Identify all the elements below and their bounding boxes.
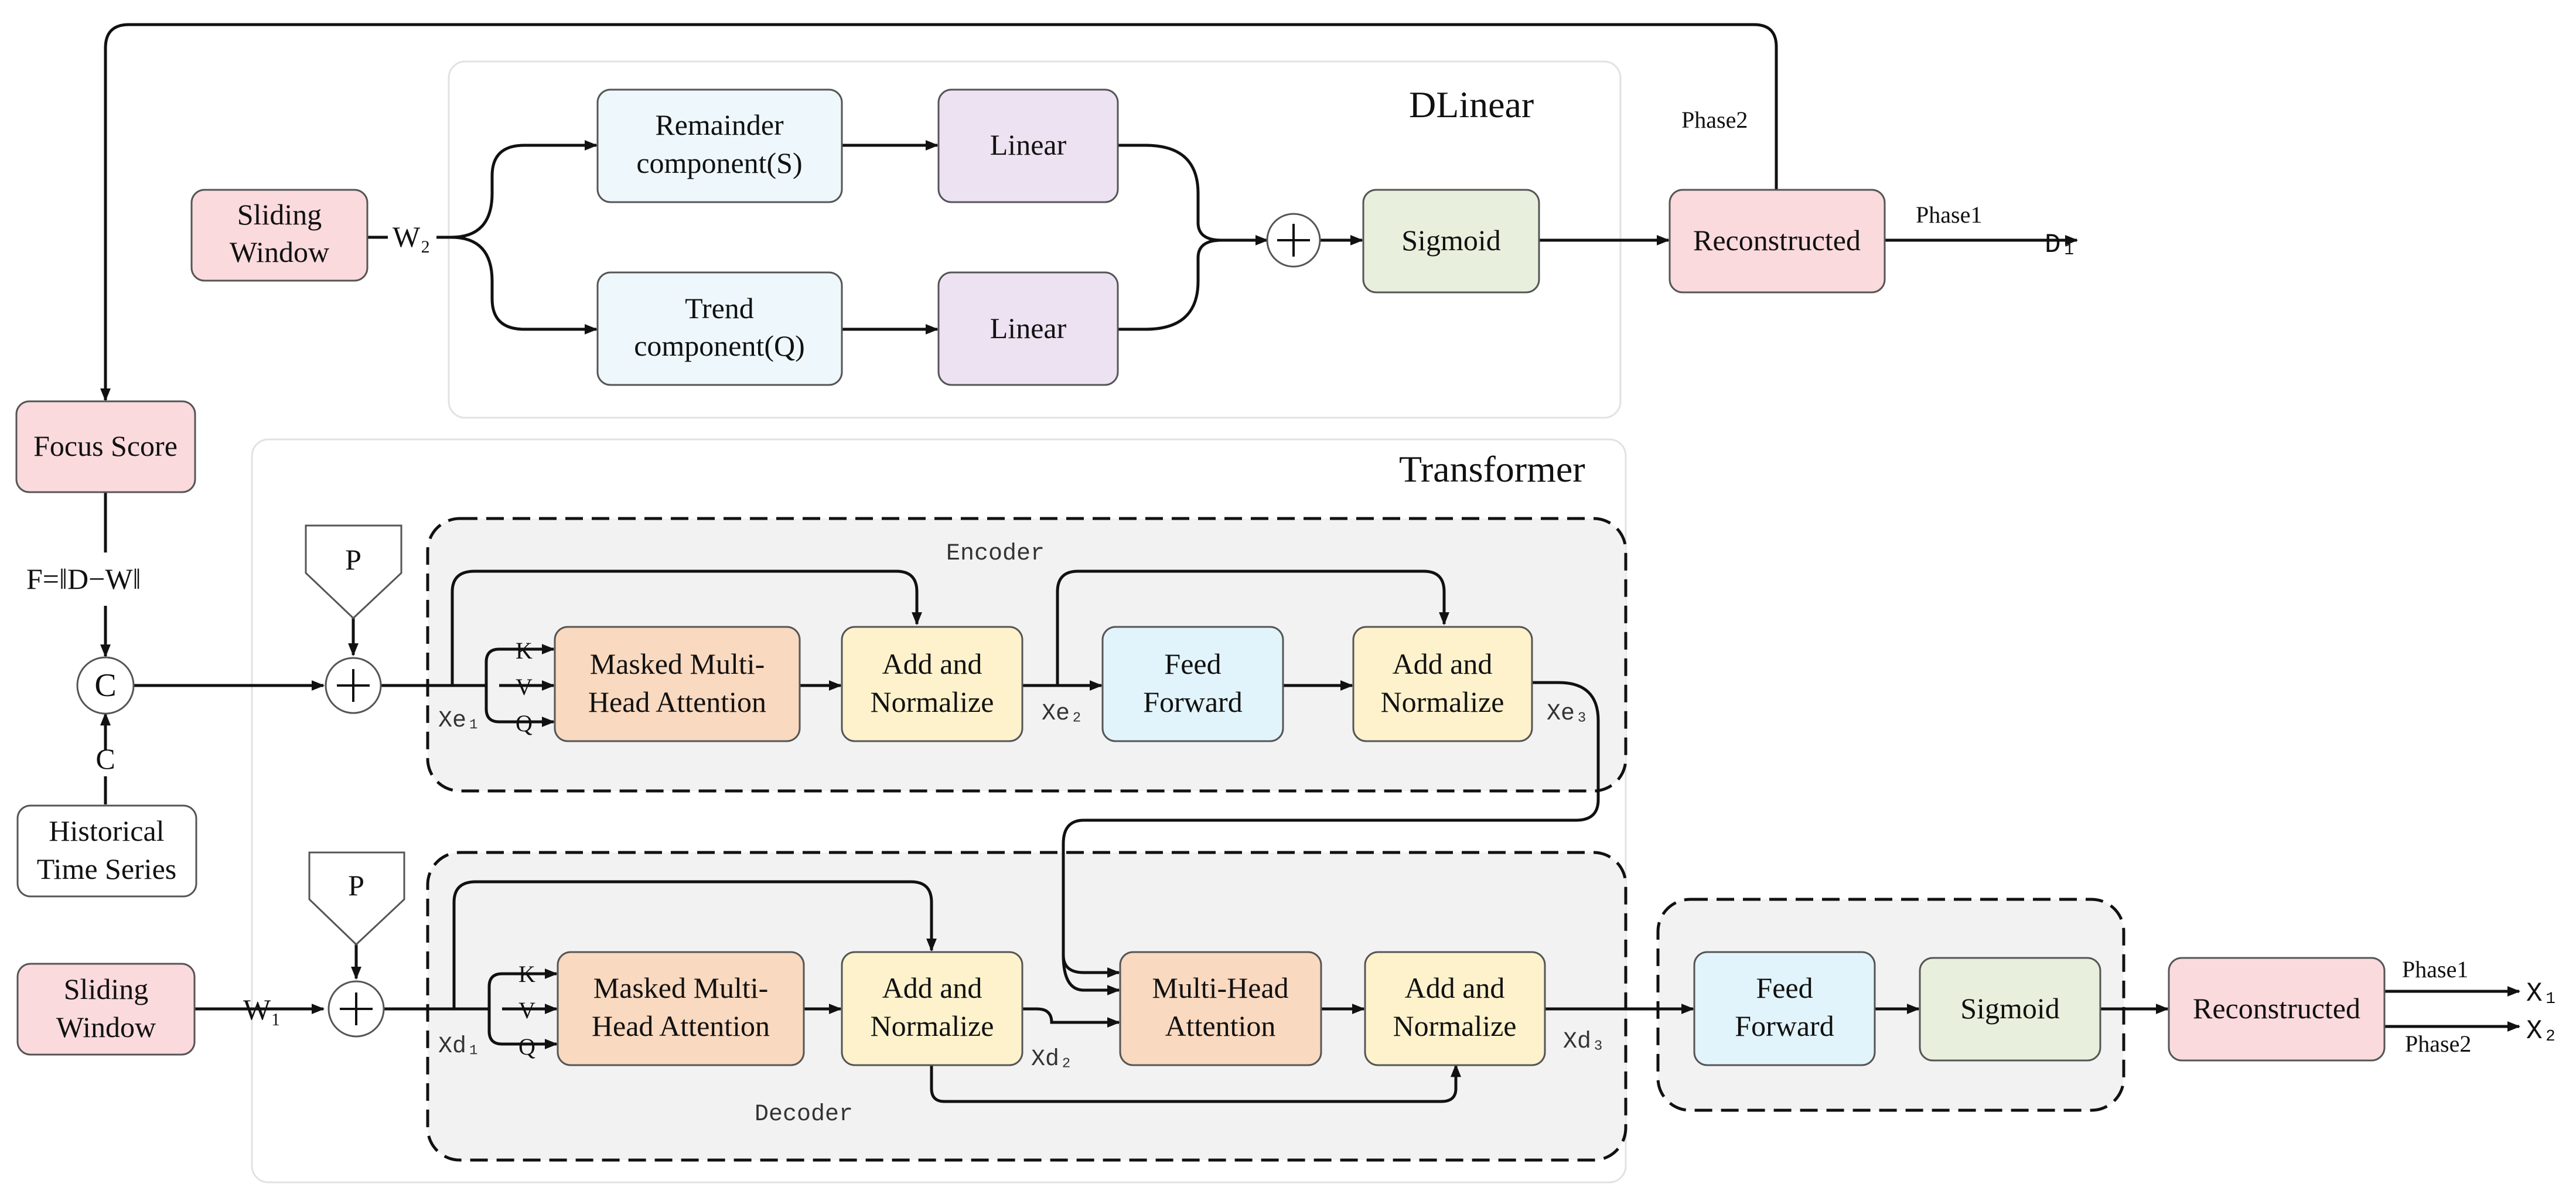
q-label-decoder: Q (518, 1034, 535, 1060)
decoder-masked-attention-node: Masked Multi- Head Attention (557, 951, 805, 1066)
svg-text:Time Series: Time Series (37, 852, 176, 885)
phase2-bottom-label: Phase2 (2405, 1031, 2471, 1057)
svg-text:Masked Multi-: Masked Multi- (593, 971, 769, 1004)
svg-text:component(S): component(S) (636, 146, 802, 179)
concat-node: C (76, 656, 135, 715)
remainder-component-node: Remainder component(S) (596, 88, 843, 203)
k-label-decoder: K (518, 961, 535, 987)
v-label-encoder: V (516, 674, 533, 700)
svg-text:Sliding: Sliding (64, 973, 148, 1005)
svg-text:component(Q): component(Q) (634, 329, 805, 362)
svg-text:Trend: Trend (685, 292, 754, 325)
svg-text:Normalize: Normalize (1393, 1009, 1516, 1042)
encoder-add-normalize-2-node: Add and Normalize (1352, 626, 1533, 742)
output-feed-forward-node: Feed Forward (1693, 951, 1876, 1066)
svg-text:Attention: Attention (1165, 1009, 1276, 1042)
svg-text:Focus Score: Focus Score (33, 429, 178, 462)
svg-text:Head Attention: Head Attention (588, 685, 766, 718)
focus-score-node: Focus Score (15, 400, 196, 493)
svg-text:Head Attention: Head Attention (592, 1009, 770, 1042)
xe2-label: Xe₂ (1042, 701, 1084, 727)
svg-text:P: P (348, 869, 364, 902)
focus-formula: F=‖D−W‖ (26, 562, 141, 595)
svg-text:Forward: Forward (1735, 1009, 1834, 1042)
sum-top-node (1266, 213, 1321, 268)
transformer-title: Transformer (1399, 448, 1585, 490)
positional-encoding-bottom-node: P (308, 851, 405, 946)
v-label-decoder: V (518, 997, 535, 1024)
svg-text:Window: Window (56, 1011, 156, 1043)
svg-text:Multi-Head: Multi-Head (1152, 971, 1288, 1004)
c-input-label: C (95, 742, 115, 775)
svg-text:Historical: Historical (49, 814, 164, 847)
sum-decoder-input-node (327, 980, 385, 1038)
sigmoid-bottom-node: Sigmoid (1919, 957, 2101, 1062)
svg-text:Reconstructed: Reconstructed (1693, 224, 1861, 257)
svg-text:Linear: Linear (990, 312, 1067, 345)
svg-text:Normalize: Normalize (1380, 685, 1504, 718)
svg-text:Add and: Add and (1393, 647, 1493, 680)
encoder-feed-forward-node: Feed Forward (1101, 626, 1284, 742)
svg-text:Feed: Feed (1756, 971, 1813, 1004)
sum-encoder-input-node (325, 657, 382, 714)
encoder-add-normalize-1-node: Add and Normalize (841, 626, 1023, 742)
svg-text:Normalize: Normalize (870, 685, 994, 718)
historical-time-series-node: Historical Time Series (16, 804, 197, 898)
d1-output-label: D₁ (2045, 230, 2077, 260)
svg-text:Sigmoid: Sigmoid (1960, 992, 2059, 1025)
w2-label: W₂ (393, 220, 431, 253)
svg-text:P: P (345, 543, 361, 576)
connection-wires (100, 23, 2521, 1103)
svg-text:Add and: Add and (882, 647, 982, 680)
positional-encoding-top-node: P (305, 524, 402, 620)
linear-top-node: Linear (937, 88, 1119, 203)
svg-text:Sliding: Sliding (237, 198, 322, 231)
decoder-region (426, 851, 1628, 1162)
svg-text:Masked Multi-: Masked Multi- (590, 647, 765, 680)
svg-text:Remainder: Remainder (655, 108, 784, 141)
decoder-multihead-attention-node: Multi-Head Attention (1119, 951, 1322, 1066)
svg-text:Add and: Add and (882, 971, 982, 1004)
svg-text:Reconstructed: Reconstructed (2193, 992, 2360, 1025)
phase2-top-label: Phase2 (1681, 107, 1748, 133)
reconstructed-top-node: Reconstructed (1669, 189, 1886, 294)
xd2-label: Xd₂ (1031, 1046, 1073, 1073)
xe3-label: Xe₃ (1547, 701, 1589, 727)
svg-text:Sigmoid: Sigmoid (1401, 224, 1500, 257)
k-label-encoder: K (516, 637, 533, 664)
q-label-encoder: Q (516, 710, 533, 736)
xd3-label: Xd₃ (1563, 1029, 1605, 1055)
linear-bottom-node: Linear (937, 271, 1119, 386)
phase1-top-label: Phase1 (1916, 202, 1982, 228)
reconstructed-bottom-node: Reconstructed (2168, 957, 2386, 1062)
svg-text:Add and: Add and (1405, 971, 1505, 1004)
w1-label: W₁ (243, 993, 281, 1026)
sliding-window-top-node: Sliding Window (190, 189, 369, 282)
svg-text:Normalize: Normalize (870, 1009, 994, 1042)
x2-output-label: X₂ (2526, 1016, 2558, 1046)
x1-output-label: X₁ (2526, 978, 2558, 1009)
trend-component-node: Trend component(Q) (596, 271, 843, 386)
svg-text:Window: Window (230, 236, 329, 268)
encoder-masked-attention-node: Masked Multi- Head Attention (554, 626, 801, 742)
decoder-add-normalize-2-node: Add and Normalize (1364, 951, 1546, 1066)
svg-text:Linear: Linear (990, 128, 1067, 161)
phase1-bottom-label: Phase1 (2402, 956, 2468, 983)
dlinear-title: DLinear (1409, 84, 1534, 125)
decoder-add-normalize-1-node: Add and Normalize (841, 951, 1023, 1066)
sliding-window-bottom-node: Sliding Window (16, 963, 196, 1056)
decoder-title: Decoder (755, 1101, 853, 1128)
xd1-label: Xd₁ (438, 1034, 480, 1060)
svg-text:Forward: Forward (1143, 685, 1242, 718)
svg-text:Feed: Feed (1164, 647, 1221, 680)
xe1-label: Xe₁ (438, 708, 480, 734)
svg-text:C: C (94, 667, 116, 704)
sigmoid-top-node: Sigmoid (1362, 189, 1540, 294)
encoder-title: Encoder (946, 541, 1045, 567)
